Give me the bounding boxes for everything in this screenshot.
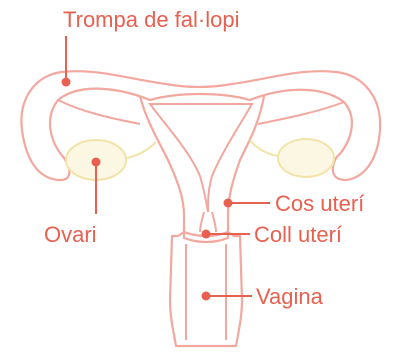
left-ovarian-ligament (126, 142, 156, 158)
label-ovary: Ovari (44, 222, 97, 247)
label-cervix: Coll uterí (254, 222, 342, 247)
label-vagina: Vagina (256, 284, 324, 309)
label-uterus-body: Cos uterí (275, 191, 364, 216)
right-ovarian-ligament (250, 140, 278, 156)
label-fallopian-tube: Trompa de fal·lopi (63, 7, 239, 32)
left-tube-inner (58, 100, 140, 124)
right-tube-inner (258, 102, 344, 124)
right-ovary (278, 139, 334, 177)
fallopian-tube-dot (62, 78, 71, 87)
vagina-outline (170, 232, 242, 346)
cervical-canal (200, 212, 216, 232)
uterine-cavity (150, 104, 252, 212)
